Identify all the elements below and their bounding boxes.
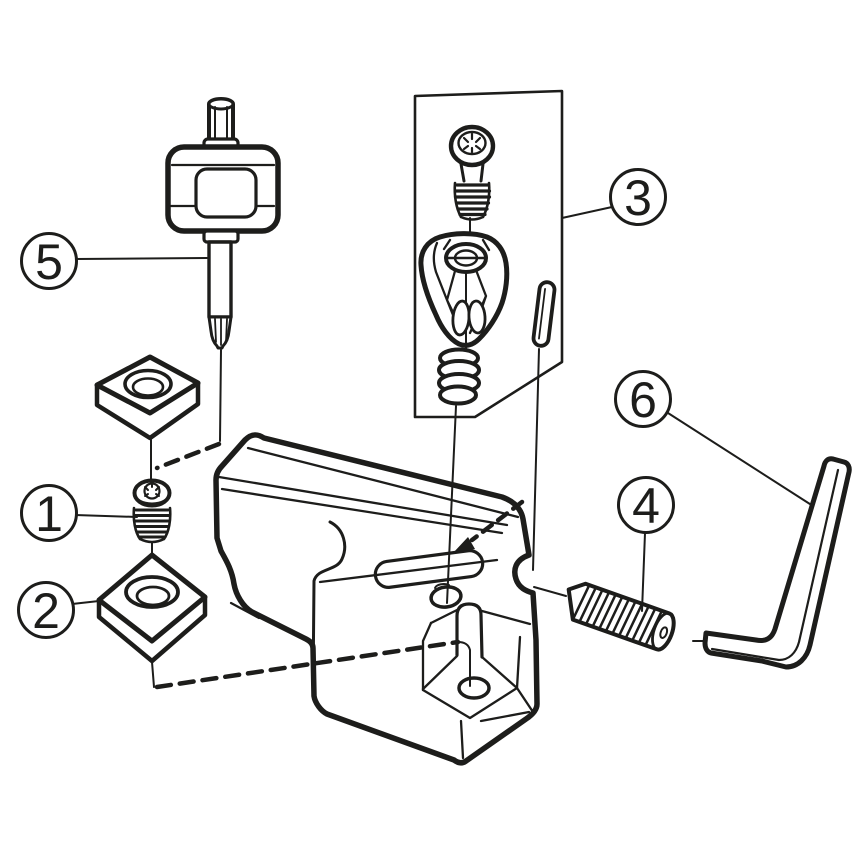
callout-5-circle	[20, 232, 78, 290]
shim-plate	[94, 354, 201, 441]
body-face-edge	[318, 558, 499, 584]
body-step-edge	[311, 520, 347, 696]
torque-driver	[165, 97, 281, 350]
set-screw-notch-arc	[513, 565, 520, 588]
clamp-screw	[448, 124, 496, 221]
cutting-insert	[96, 552, 208, 664]
callout-6: 6	[614, 370, 814, 507]
callout-2-circle	[17, 581, 75, 639]
body-slot	[373, 549, 485, 589]
callout-1-circle	[20, 484, 78, 542]
callouts: 1 2 3 4 5	[17, 168, 814, 639]
callout-4-label: 4	[632, 478, 660, 534]
callout-1-label: 1	[35, 486, 63, 542]
clamp-spring	[437, 347, 481, 406]
screw-threads	[133, 508, 171, 539]
callout-3: 3	[561, 168, 667, 226]
clamp-pad	[467, 299, 487, 335]
callout-2: 2	[17, 581, 100, 639]
insert-hole	[124, 575, 180, 609]
pocket-floor-hole	[457, 676, 491, 700]
diagram-lines: 1 2 3 4 5	[17, 89, 852, 766]
clamp	[418, 231, 510, 348]
arrowhead	[453, 537, 475, 553]
body-chamfer-lines	[217, 446, 520, 535]
callout-2-label: 2	[32, 583, 60, 639]
clamp-screw-hole	[429, 585, 463, 609]
driver-handle-inset	[194, 167, 258, 219]
callout-6-label: 6	[629, 372, 657, 428]
callout-4-circle	[617, 476, 675, 534]
clamp-screw-threads	[453, 183, 492, 217]
insert-screw	[132, 478, 172, 544]
callout-6-circle	[614, 370, 672, 428]
callout-4: 4	[617, 476, 675, 612]
shim-hole	[123, 368, 173, 400]
callout-5: 5	[20, 232, 208, 290]
tool-body	[213, 432, 540, 766]
hex-key-outline	[702, 456, 852, 670]
hex-key-highlight	[710, 468, 840, 662]
insert-pocket	[421, 602, 535, 760]
callout-3-circle	[609, 168, 667, 226]
set-screw-threads	[571, 583, 664, 647]
callout-5-label: 5	[35, 234, 63, 290]
driver-shaft	[207, 240, 233, 319]
callout-3-label: 3	[624, 170, 652, 226]
callout-1: 1	[20, 484, 138, 542]
set-screw	[566, 581, 676, 652]
clamp-pin	[531, 280, 557, 348]
hex-key	[702, 456, 852, 670]
body-left-bottom-edge	[229, 601, 261, 620]
